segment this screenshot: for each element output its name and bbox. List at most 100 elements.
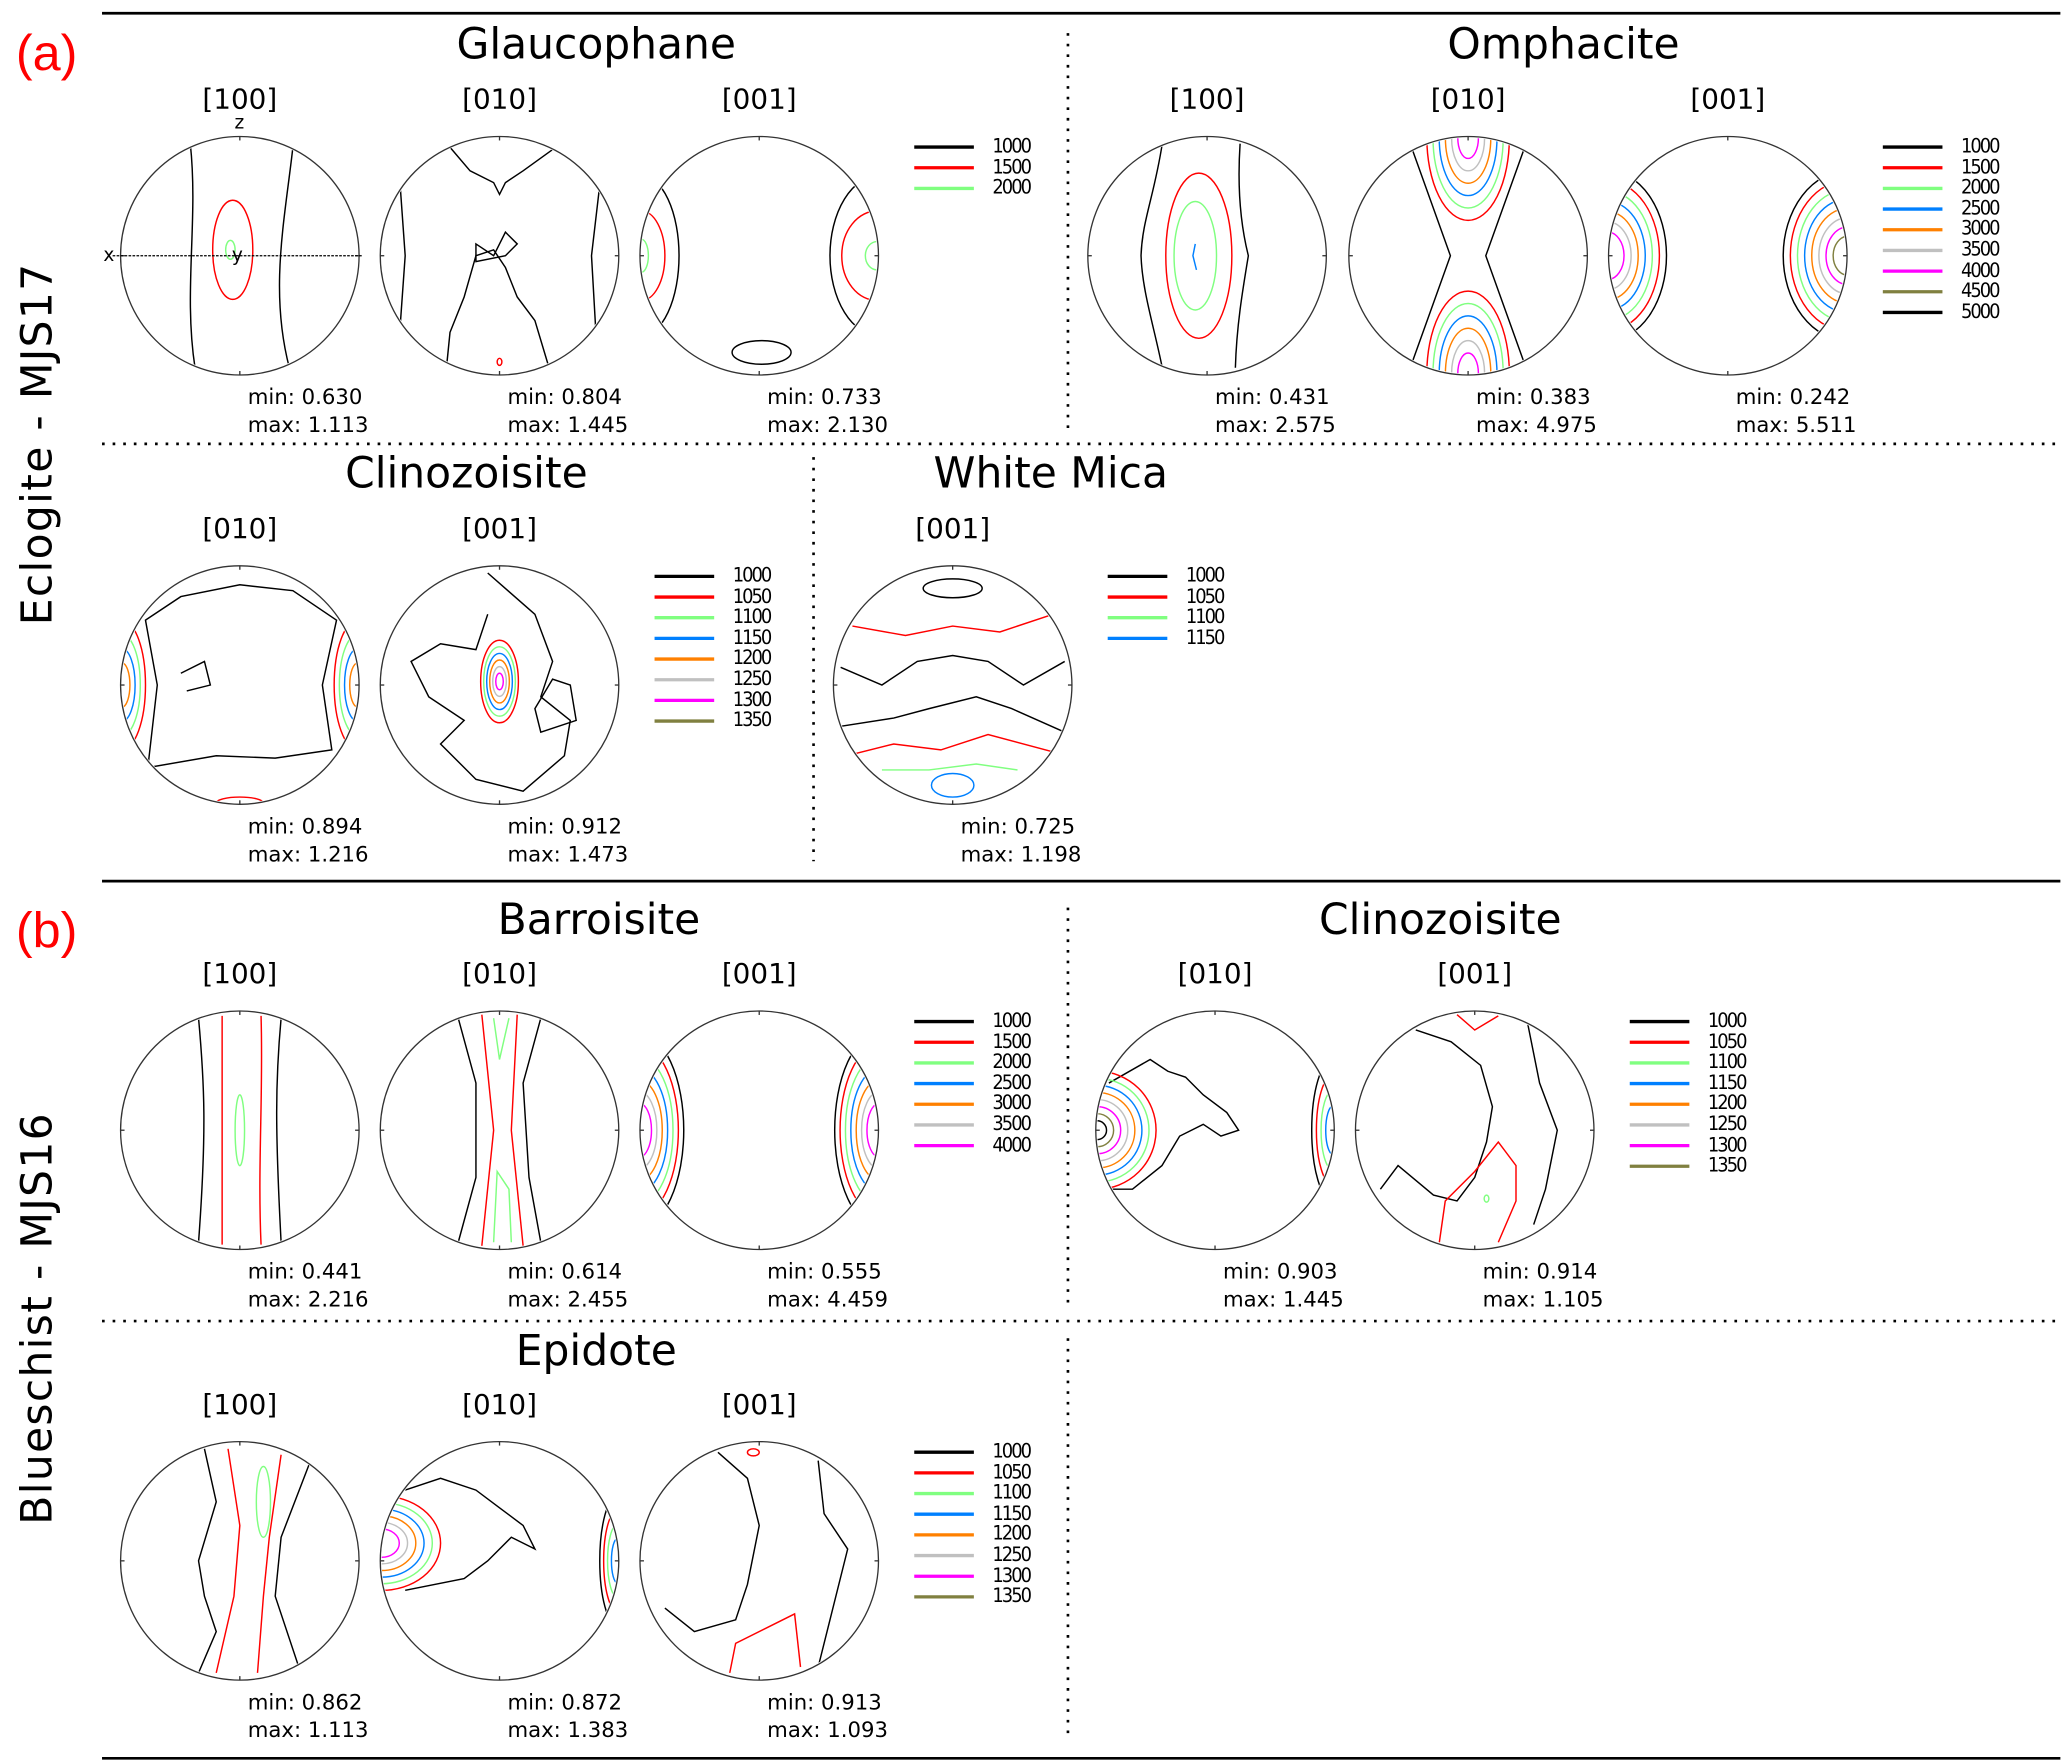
contour-line [1174,201,1216,309]
crystal-axis-label: [010] [462,957,537,990]
crystal-axis-label: [001] [462,512,537,545]
crystal-axis-label: [010] [202,512,278,545]
pole-figure-stereonet [114,565,376,805]
legend-label: 3000 [992,1090,1032,1115]
crystal-axis-label: [010] [1430,83,1506,116]
max-value: max: 1.113 [247,1717,369,1743]
min-value: min: 0.441 [247,1258,363,1284]
legend-label: 1300 [1707,1132,1748,1157]
contour-line [484,647,516,716]
legend-label: 1250 [992,1542,1032,1567]
legend-label: 1000 [992,1008,1032,1033]
contour-line [405,1478,535,1590]
contour-line [818,1461,847,1667]
contour-line [476,232,517,261]
contour-line [1066,1100,1127,1161]
pole-figure-stereonet [379,1010,620,1251]
crystal-axis-label: [001] [1437,957,1513,990]
min-value: min: 0.630 [247,384,363,410]
contour-line [350,663,366,707]
legend-label: 1350 [992,1583,1032,1608]
min-value: min: 0.431 [1215,384,1330,410]
ref-axis-x: x [103,245,115,267]
contour-line [1577,212,1638,300]
contour-line [494,1171,512,1242]
contour-line [1166,173,1232,338]
stereonet-circle [639,1010,880,1251]
pole-figure-stereonet [379,135,620,376]
min-value: min: 0.914 [1482,1258,1598,1284]
legend-label: 1150 [1185,625,1226,649]
contour-line [1563,191,1653,320]
contour-line [842,211,913,301]
contour-line [835,1033,925,1227]
contour-line [114,663,130,707]
pole-figure-stereonet [1354,1010,1595,1251]
stereonet-circle [832,565,1073,805]
contour-line [1570,201,1645,310]
crystal-axis-label: [010] [462,83,537,116]
contour-line [493,667,507,697]
contour-line [1833,236,1863,275]
contour-line [841,697,1065,732]
contour-line [523,1018,541,1242]
stereonet-circle [119,565,360,805]
contour-line [1439,1142,1516,1242]
contour-line [339,634,376,735]
contour-line [847,735,1059,756]
pole-figure-stereonet [1087,135,1327,376]
contour-line [1458,353,1479,394]
contour-line [446,250,549,368]
legend-label: 1000 [732,563,773,587]
contour-line [364,1529,399,1557]
stereonet-circle [1348,135,1589,376]
pole-figure-stereonet [379,565,620,805]
contour-line [511,1015,523,1246]
max-value: max: 2.216 [247,1286,369,1312]
mineral-title: Omphacite [1447,18,1680,69]
contour-line [852,614,1052,635]
mineral-title: Barroisite [497,894,701,945]
min-value: min: 0.242 [1735,384,1851,410]
legend-label: 1100 [1185,604,1226,629]
legend-label: 1150 [1707,1070,1748,1095]
contour-line [1411,147,1450,364]
legend-label: 4000 [1961,257,2001,282]
legend-label: 1000 [1185,563,1226,587]
contour-line [1452,105,1485,171]
crystal-axis-label: [100] [1169,83,1245,116]
contour-line [923,579,982,598]
stereonet-circle [639,1440,880,1681]
contour-line [1452,341,1485,407]
contour-line [1193,244,1197,270]
crystal-axis-label: [010] [462,1388,537,1421]
contour-line [1797,189,1898,322]
contour-line [730,1614,801,1673]
legend-label: 1300 [732,687,773,711]
mineral-title: Clinozoisite [345,447,588,499]
max-value: max: 1.093 [767,1717,888,1743]
pole-figure-stereonet [119,1010,360,1251]
contour-line [1081,1114,1114,1147]
contour-line [594,1033,684,1227]
min-value: min: 0.862 [247,1689,363,1715]
contour-line [747,1449,759,1456]
contour-line [1584,222,1631,290]
max-value: max: 1.113 [247,412,369,438]
contour-line [235,1095,244,1166]
contour-line [1321,1091,1345,1170]
contour-line [323,1496,441,1590]
max-value: max: 2.575 [1215,412,1336,438]
contour-line [1790,180,1905,331]
mineral-title: Clinozoisite [1319,894,1562,945]
contour-line [199,1018,204,1242]
contour-line [851,1068,908,1192]
pole-figure-stereonet [323,1440,620,1681]
contour-line [840,1045,919,1215]
stereonet-circle [639,135,880,376]
legend-label: 1350 [1707,1152,1748,1177]
legend-label: 1200 [1707,1090,1748,1115]
ref-axis-z: z [234,112,245,134]
contour-line [256,1466,270,1537]
min-value: min: 0.894 [247,813,363,839]
